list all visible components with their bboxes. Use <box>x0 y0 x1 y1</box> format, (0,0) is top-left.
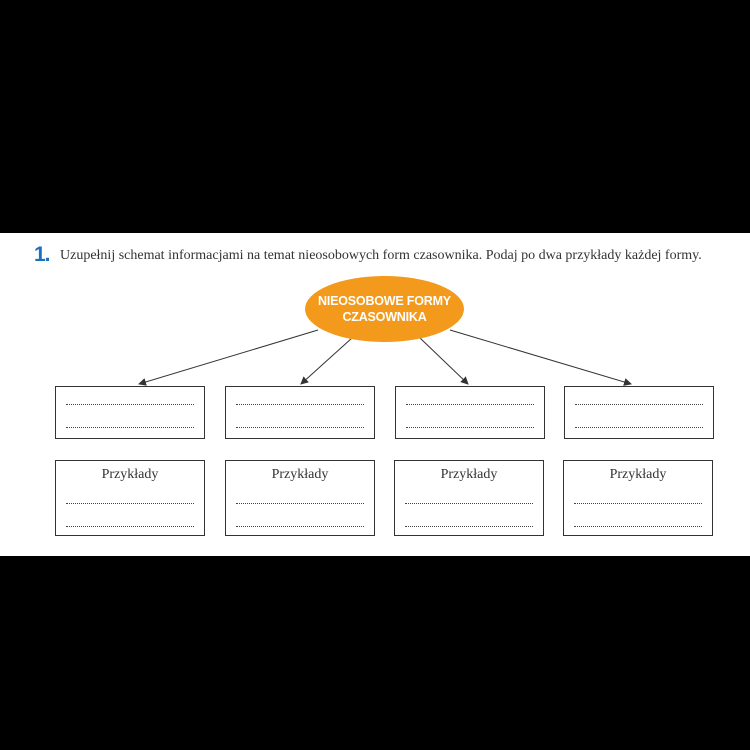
task-instruction: Uzupełnij schemat informacjami na temat … <box>60 248 702 263</box>
arrow-3 <box>419 337 469 385</box>
central-concept-line-2: CZASOWNIKA <box>342 310 427 324</box>
examples-box-2: Przykłady <box>225 460 375 536</box>
examples-box-1: Przykłady <box>55 460 205 536</box>
central-concept: NIEOSOBOWE FORMY CZASOWNIKA <box>305 276 464 342</box>
connector-arrows <box>138 329 632 386</box>
answer-line[interactable] <box>406 404 534 405</box>
examples-label: Przykłady <box>440 467 498 482</box>
answer-line[interactable] <box>66 404 194 405</box>
worksheet-page: 1. Uzupełnij schemat informacjami na tem… <box>0 233 750 556</box>
answer-line[interactable] <box>236 427 364 428</box>
answer-line[interactable] <box>236 404 364 405</box>
answer-line[interactable] <box>405 526 533 527</box>
form-box-3 <box>395 386 545 439</box>
form-box-2 <box>225 386 375 439</box>
answer-line[interactable] <box>66 503 194 504</box>
arrow-1 <box>138 329 319 386</box>
answer-line[interactable] <box>405 503 533 504</box>
answer-line[interactable] <box>574 503 702 504</box>
form-box-1 <box>55 386 205 439</box>
answer-line[interactable] <box>406 427 534 428</box>
answer-line[interactable] <box>236 526 364 527</box>
answer-line[interactable] <box>575 404 703 405</box>
answer-line[interactable] <box>66 427 194 428</box>
task-number: 1. <box>34 243 50 266</box>
arrow-2 <box>300 337 353 385</box>
examples-label: Przykłady <box>609 467 667 482</box>
central-concept-line-1: NIEOSOBOWE FORMY <box>318 294 451 308</box>
examples-label: Przykłady <box>101 467 159 482</box>
examples-box-3: Przykłady <box>394 460 544 536</box>
form-box-4 <box>564 386 714 439</box>
examples-box-4: Przykłady <box>563 460 713 536</box>
arrow-4 <box>449 329 632 386</box>
answer-line[interactable] <box>236 503 364 504</box>
answer-line[interactable] <box>66 526 194 527</box>
examples-label: Przykłady <box>271 467 329 482</box>
answer-line[interactable] <box>574 526 702 527</box>
answer-line[interactable] <box>575 427 703 428</box>
